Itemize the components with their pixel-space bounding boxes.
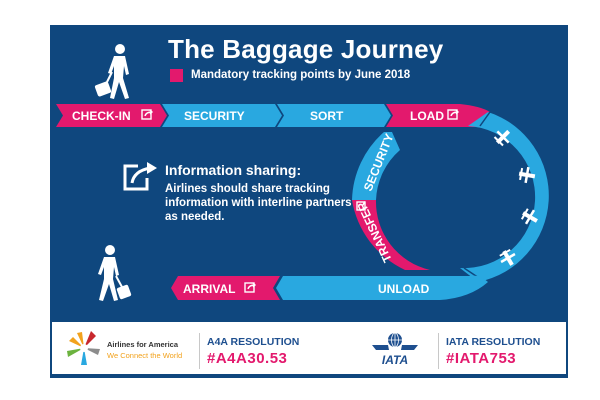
share-icon — [447, 109, 459, 120]
footer-divider — [199, 333, 200, 369]
step-security — [162, 104, 282, 127]
step-load-label: LOAD — [410, 109, 444, 123]
info-body: Airlines should share tracking informati… — [165, 183, 352, 223]
step-arrival — [171, 276, 280, 300]
step-check-in — [56, 104, 167, 127]
step-check-in-label: CHECK-IN — [72, 109, 131, 123]
airplane-icon — [520, 208, 538, 225]
step-unload — [276, 275, 488, 300]
step-arrival-label: ARRIVAL — [183, 282, 235, 296]
iata-resolution-label: IATA RESOLUTION — [446, 336, 541, 348]
airplane-icon — [518, 166, 536, 184]
traveler-arriving-icon — [98, 245, 132, 301]
step-sort — [277, 104, 391, 127]
step-load — [386, 104, 490, 127]
a4a-tagline: We Connect the World — [107, 351, 183, 360]
svg-text:IATA: IATA — [382, 353, 408, 367]
traveler-departing-icon — [94, 44, 129, 99]
page-title: The Baggage Journey — [168, 34, 444, 64]
a4a-name: Airlines for America — [107, 340, 178, 349]
a4a-resolution-label: A4A RESOLUTION — [207, 336, 300, 348]
a4a-resolution-code: #A4A30.53 — [207, 350, 288, 367]
iata-resolution-code: #IATA753 — [446, 350, 517, 367]
info-title: Information sharing: — [165, 162, 302, 178]
step-security-transfer-arc — [352, 132, 430, 270]
iata-logo-icon: IATA — [372, 332, 418, 367]
airplane-icon — [493, 129, 511, 147]
step-unload-label: UNLOAD — [378, 282, 430, 296]
footer — [52, 322, 566, 374]
airplane-icon — [499, 248, 516, 266]
share-icon — [244, 282, 256, 293]
a4a-logo-icon — [67, 331, 100, 365]
step-sort-label: SORT — [310, 109, 344, 123]
footer-divider — [438, 333, 439, 369]
legend-label: Mandatory tracking points by June 2018 — [191, 69, 411, 81]
infographic-card — [50, 25, 568, 378]
airplane-icons — [493, 129, 538, 266]
share-icon — [141, 109, 153, 120]
share-icon — [356, 201, 366, 211]
step-security-label: SECURITY — [184, 109, 245, 123]
information-sharing-icon — [123, 162, 157, 191]
legend-swatch-mandatory — [170, 69, 183, 82]
